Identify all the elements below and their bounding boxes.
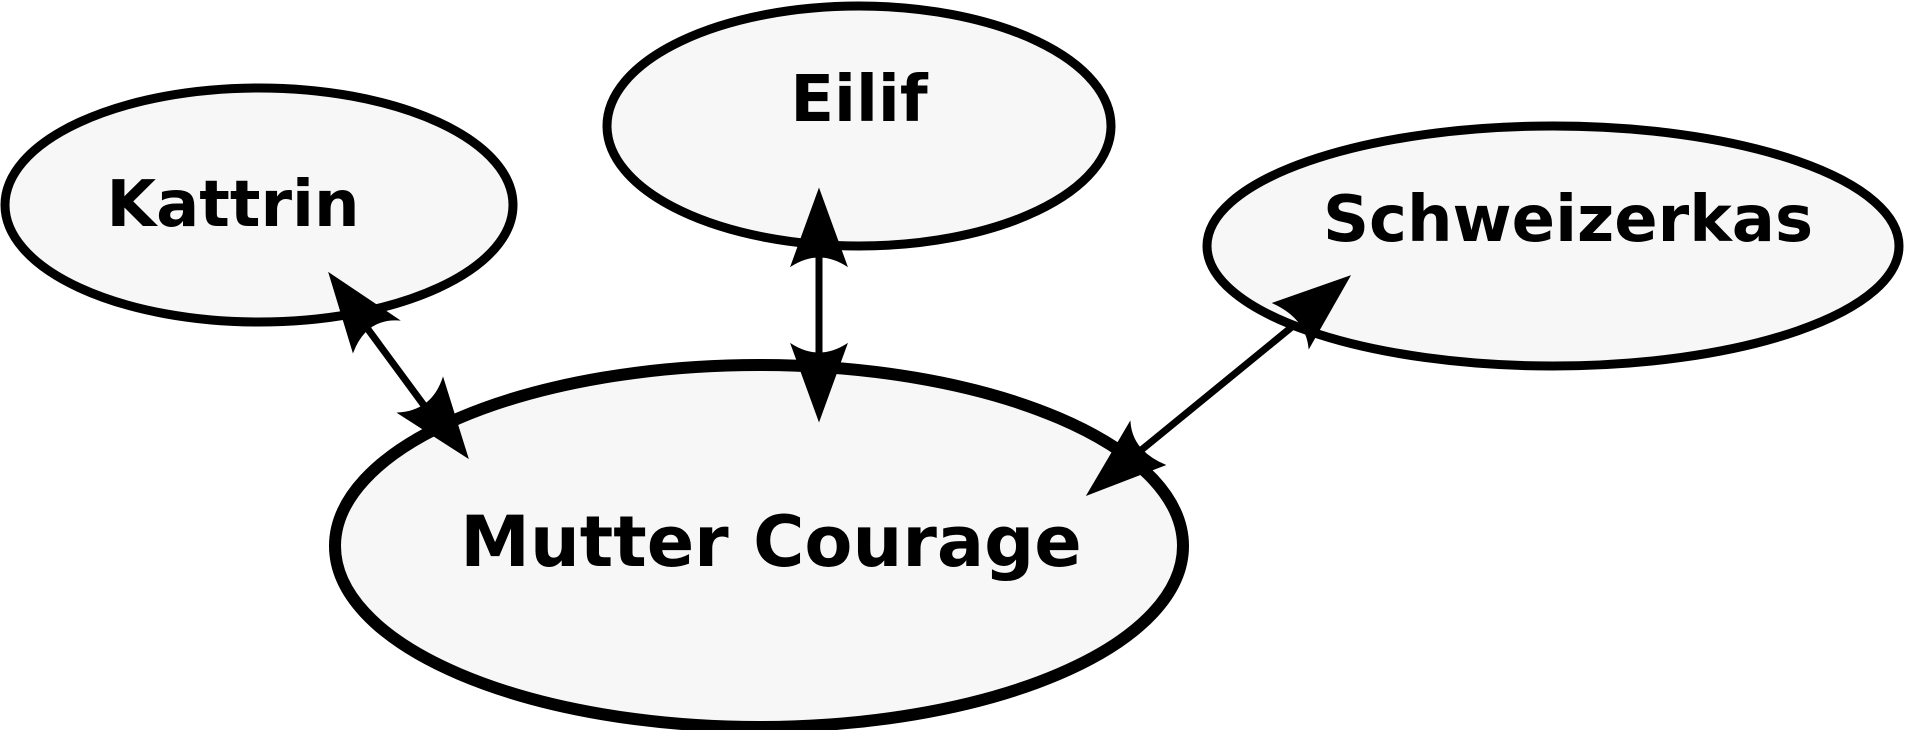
edge-mutter-courage-schweizerkas — [1131, 323, 1296, 459]
edge-mutter-courage-kattrin — [353, 310, 437, 422]
node-kattrin: Kattrin — [0, 83, 518, 327]
node-eilif-shape — [602, 1, 1116, 251]
node-eilif-label: Eilif — [790, 63, 929, 137]
node-schweizerkas: Schweizerkas — [1202, 121, 1904, 371]
arrowhead-mutter-from-kattrin — [396, 376, 469, 460]
arrowhead-schweizerkas-end — [1271, 275, 1352, 350]
node-mutter-courage-shape — [329, 359, 1189, 730]
arrowhead-mutter-from-schweizerkas — [1085, 420, 1167, 496]
node-schweizerkas-shape — [1202, 121, 1904, 371]
arrowhead-kattrin-end — [328, 271, 401, 354]
node-mutter-courage-label: Mutter Courage — [460, 501, 1081, 583]
node-kattrin-label: Kattrin — [106, 168, 359, 242]
node-mutter-courage: Mutter Courage — [329, 359, 1189, 730]
node-schweizerkas-label: Schweizerkas — [1323, 183, 1813, 257]
arrowhead-eilif-end — [790, 187, 848, 268]
edges — [353, 250, 1296, 459]
arrowheads — [328, 187, 1352, 496]
arrowhead-mutter-from-eilif — [790, 342, 848, 423]
node-eilif: Eilif — [602, 1, 1116, 251]
node-kattrin-shape — [0, 83, 518, 327]
